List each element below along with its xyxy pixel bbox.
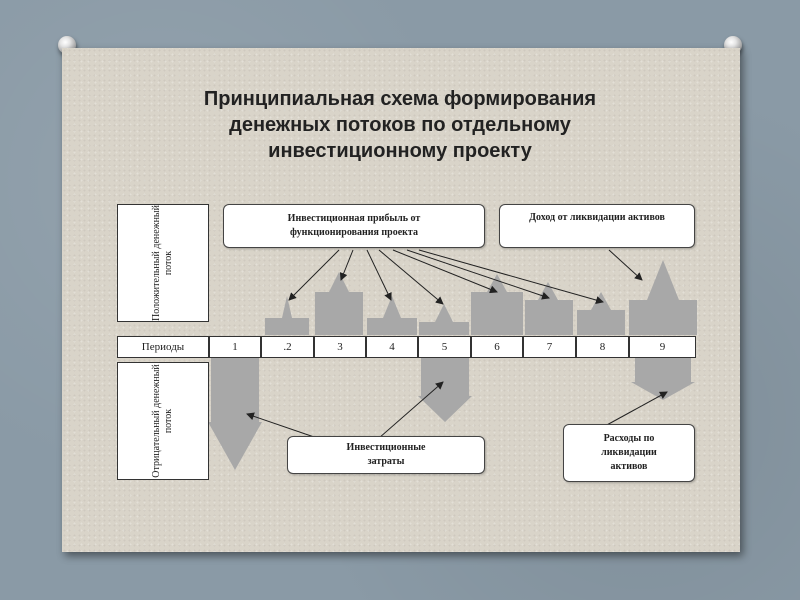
period-cell: 3 xyxy=(314,336,366,358)
negative-arrow-period-5 xyxy=(418,358,472,422)
positive-flow-label: Положительный денежный поток xyxy=(151,204,174,322)
positive-arrow-period-9 xyxy=(629,260,697,335)
investment-costs-box: Инвестиционные затраты xyxy=(287,436,485,474)
period-cell: 8 xyxy=(576,336,629,358)
connector-costs-to-period-1 xyxy=(246,412,318,439)
period-cell: 6 xyxy=(471,336,523,358)
negative-flow-label: Отрицательный денежный поток xyxy=(151,364,174,478)
period-cell: 7 xyxy=(523,336,576,358)
connector-profit-to-period-2 xyxy=(288,249,340,301)
positive-arrow-period-8 xyxy=(577,292,625,335)
negative-arrow-period-9 xyxy=(631,358,695,400)
positive-arrow-period-7 xyxy=(525,282,573,335)
connector-profit-to-period-3 xyxy=(339,249,354,281)
connector-profit-to-period-5 xyxy=(378,249,444,305)
connector-liquidation-costs xyxy=(604,391,668,427)
cash-flow-diagram: Положительный денежный поток Отрицательн… xyxy=(117,200,700,484)
connector-profit-to-period-4 xyxy=(366,249,392,301)
title-line: Принципиальная схема формирования xyxy=(203,88,597,110)
positive-arrow-period-3 xyxy=(315,272,363,335)
connector-costs-to-period-5 xyxy=(378,381,444,439)
period-cell: .2 xyxy=(261,336,314,358)
title-line: инвестиционному проекту xyxy=(268,140,532,162)
negative-arrow-period-1 xyxy=(208,358,262,470)
connector-profit-to-period-6 xyxy=(392,249,498,294)
slide-title: Принципиальная схема формирования денежн… xyxy=(92,86,708,164)
liquidation-income-box: Доход от ликвидации активов xyxy=(499,204,695,248)
connector-profit-to-period-8 xyxy=(418,249,604,304)
periods-header-cell: Периоды xyxy=(117,336,209,358)
negative-flow-label-cell: Отрицательный денежный поток xyxy=(117,362,209,480)
positive-arrow-period-2 xyxy=(265,296,309,335)
positive-arrow-period-6 xyxy=(471,274,523,335)
positive-flow-label-cell: Положительный денежный поток xyxy=(117,204,209,322)
connector-profit-to-period-7 xyxy=(406,249,550,300)
liquidation-costs-box: Расходы по ликвидации активов xyxy=(563,424,695,482)
title-line: денежных потоков по отдельному xyxy=(229,114,571,136)
positive-arrow-period-5 xyxy=(419,304,469,335)
connector-liquidation-income xyxy=(608,249,643,281)
period-cell: 4 xyxy=(366,336,418,358)
positive-arrow-period-4 xyxy=(367,296,417,335)
period-cell: 1 xyxy=(209,336,261,358)
period-cell: 9 xyxy=(629,336,696,358)
flow-arrows-layer xyxy=(208,249,697,470)
period-cell: 5 xyxy=(418,336,471,358)
investment-profit-box: Инвестиционная прибыль от функционирован… xyxy=(223,204,485,248)
